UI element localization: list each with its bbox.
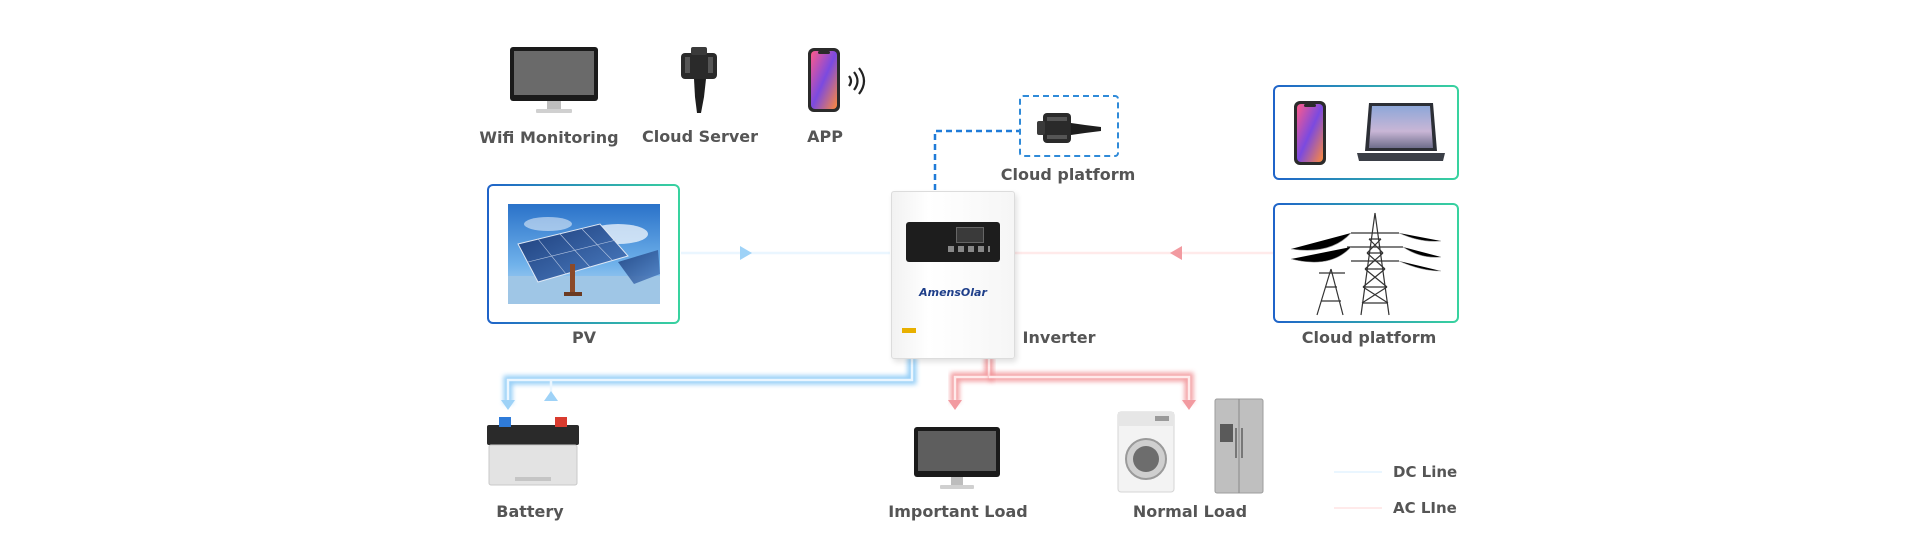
warning-label (902, 328, 916, 333)
ac-line-loads (948, 357, 1196, 410)
cloud-platform-box (1019, 95, 1119, 157)
dc-arrow-pv (740, 246, 752, 260)
label-app: APP (807, 127, 843, 146)
refrigerator-icon (1214, 398, 1264, 494)
monitor-icon (510, 47, 598, 113)
phone-icon (808, 48, 840, 112)
solar-panel-icon (508, 204, 660, 304)
ac-arrow-grid (1170, 246, 1182, 260)
label-pv: PV (571, 328, 597, 347)
battery-icon (487, 417, 579, 486)
pv-box (487, 184, 680, 324)
label-cloud-platform-grid: Cloud platform (1301, 328, 1437, 347)
ac-arrow-normal-load (1182, 400, 1196, 410)
inverter-buttons (948, 246, 990, 252)
inverter-display-panel (906, 222, 1000, 262)
ac-line-grid (1014, 246, 1273, 260)
dc-arrow-battery-down (501, 400, 515, 410)
grid-box (1273, 203, 1459, 323)
inverter-cloud-dashed-link (933, 129, 1020, 190)
ac-arrow-important-load (948, 400, 962, 410)
inverter-brand-logo: AmensOlar (919, 286, 987, 299)
laptop-icon (1357, 103, 1445, 161)
legend-ac-label: AC LIne (1393, 499, 1457, 517)
dc-line-battery (501, 357, 917, 410)
label-normal-load: Normal Load (1132, 502, 1248, 521)
legend-dc-label: DC Line (1393, 463, 1458, 481)
washing-machine-icon (1117, 411, 1175, 493)
dc-arrow-battery-up (544, 391, 558, 401)
label-battery: Battery (496, 502, 564, 521)
phone-icon (1294, 101, 1326, 165)
wireless-signal-icon (848, 67, 866, 95)
monitor-icon (914, 427, 1000, 489)
devices-box (1273, 85, 1459, 180)
label-inverter: Inverter (1022, 328, 1096, 347)
inverter-unit: AmensOlar (891, 191, 1015, 359)
label-cloud-platform-top: Cloud platform (1000, 165, 1136, 184)
dongle-icon (681, 47, 717, 113)
label-important-load: Important Load (888, 502, 1028, 521)
dc-line-pv (681, 246, 890, 260)
label-wifi-monitoring: Wifi Monitoring (479, 128, 619, 147)
dongle-icon (1037, 113, 1101, 143)
inverter-screen (956, 227, 984, 243)
label-cloud-server: Cloud Server (641, 127, 759, 146)
power-tower-icon (1291, 212, 1441, 316)
